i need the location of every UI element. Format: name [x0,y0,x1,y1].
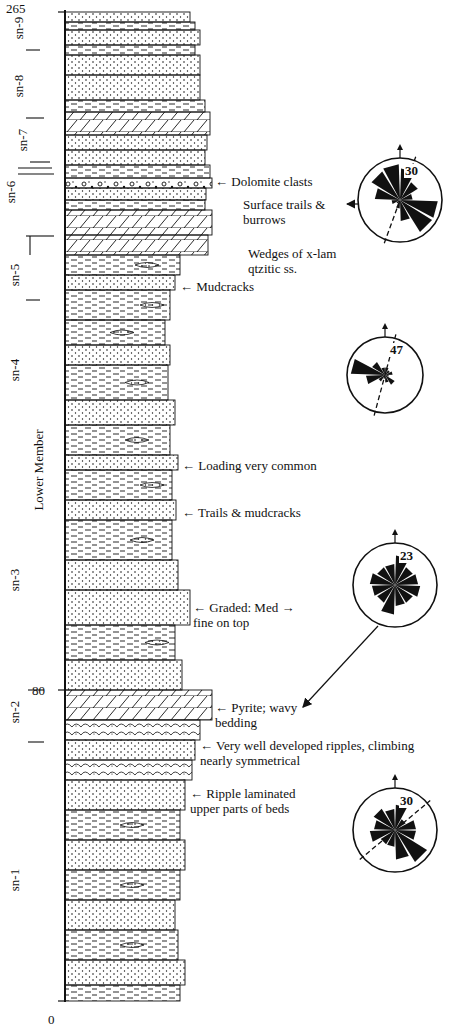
bed [65,165,210,178]
rose-diagram: 30 [347,772,443,878]
bed [65,345,170,365]
bed [65,290,170,320]
sand-lens [110,330,134,335]
bed [65,470,172,500]
bed [65,720,200,740]
bed [65,840,185,870]
rose-diagram: 30 [352,142,448,248]
bed [65,520,172,560]
bed [65,135,207,150]
bed [65,930,178,960]
scale-value: 265 [6,1,26,16]
bed [65,780,185,810]
annotation: ← Very well developed ripples, climbing … [200,738,440,768]
bed [65,960,185,985]
sand-lens [135,263,159,268]
bed [65,500,176,520]
sample-count: 47 [389,343,404,357]
annotation: ← Graded: Med → fine on top [193,600,315,630]
rose-diagram: 23 [347,527,443,633]
bed [65,200,205,210]
sand-lens [125,438,149,443]
bed [65,455,178,470]
sample-count: 30 [404,164,419,178]
bed [65,235,208,255]
scale-value: 80 [32,683,45,698]
bed [65,625,175,660]
bed [65,210,212,235]
annotation: ← Mudcracks [180,279,254,294]
rose-outline [347,527,443,633]
sand-lens [140,483,164,488]
unit-label: sn-7 [15,129,30,151]
unit-label: sn-6 [3,181,18,203]
sand-lens [140,303,164,308]
annotation: ← Pyrite; wavy bedding [215,700,315,730]
unit-label: sn-2 [7,701,22,723]
bed [65,178,212,188]
bed [65,75,200,100]
sand-lens [120,823,144,828]
unit-label: sn-1 [7,869,22,891]
bed [65,45,195,55]
annotation: ← Trails & mudcracks [182,505,301,520]
rose-diagram: 47 [341,321,429,419]
bed [65,255,180,275]
bed [65,870,180,900]
rose-outline [347,772,443,878]
member-label: Lower Member [31,429,46,510]
bed [65,740,195,760]
bed [65,150,205,165]
bed [65,55,200,75]
annotation: Wedges of x-lam qtzitic ss. [248,246,370,276]
sand-lens [145,640,169,645]
bed [65,760,192,780]
bed [65,100,205,112]
sand-lens [120,883,144,888]
rose-outline [352,142,448,248]
bed [65,400,175,425]
unit-label: sn-9 [11,17,26,39]
bed [65,275,175,290]
scale-value: 0 [48,1012,55,1027]
bed [65,320,165,345]
annotation: ← Loading very common [182,458,317,473]
bed [65,425,170,455]
bed [65,188,206,200]
sand-lens [120,943,144,948]
sample-count: 23 [399,549,414,563]
unit-label: sn-8 [11,75,26,97]
bed [65,560,178,590]
sample-count: 30 [399,794,414,808]
bed [65,112,210,135]
bed [65,590,190,625]
bed [65,22,195,30]
sand-lens [125,380,149,385]
bed [65,900,175,930]
annotation: Surface trails & burrows [243,197,343,227]
unit-label: sn-4 [7,359,22,381]
sand-lens [130,538,154,543]
annotation: ← Ripple laminated upper parts of beds [190,786,302,816]
unit-label: sn-5 [7,264,22,286]
bed [65,690,212,720]
annotation: ← Dolomite clasts [215,174,355,189]
bed [65,660,182,690]
bed [65,365,168,400]
bed [65,985,180,1001]
unit-label: sn-3 [7,569,22,591]
bed [65,30,200,45]
bed [65,12,190,22]
rose-outline [341,321,429,419]
bed [65,810,180,840]
